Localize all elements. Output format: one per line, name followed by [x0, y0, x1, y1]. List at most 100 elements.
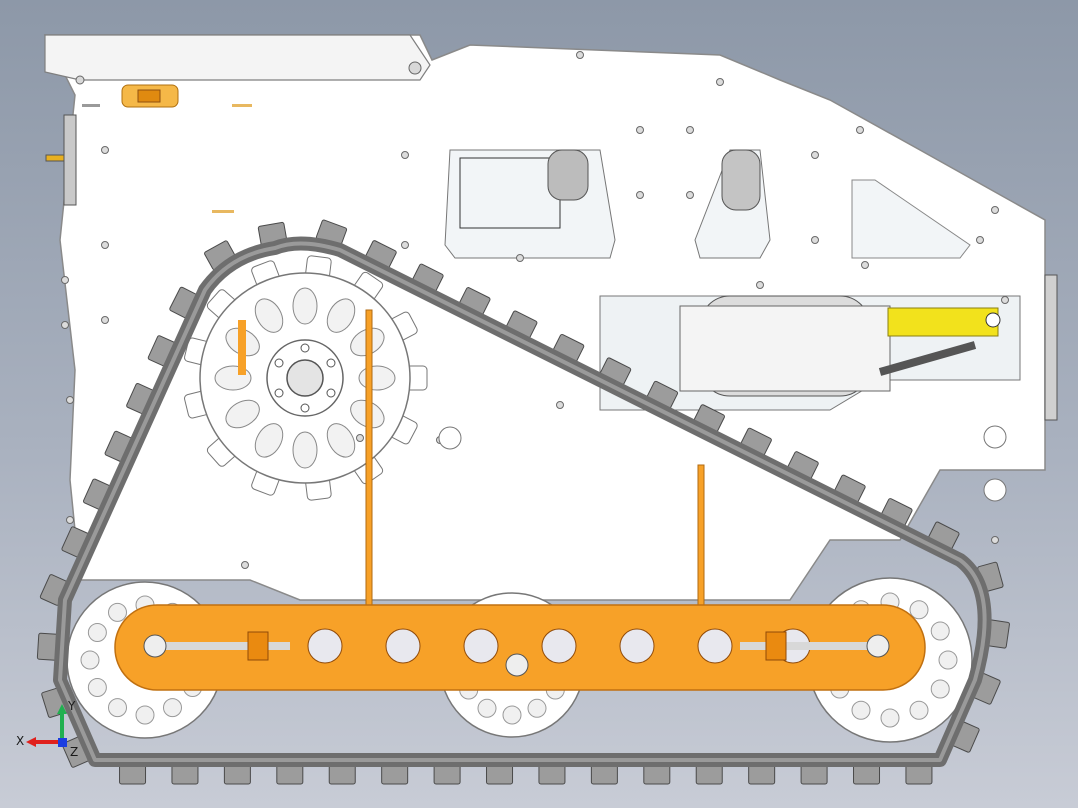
track-belt-inner	[58, 241, 987, 762]
sprocket-window	[358, 365, 396, 391]
chassis-fastener	[856, 126, 864, 134]
wheel-hole	[87, 678, 107, 697]
track-lug	[748, 763, 776, 785]
sprocket-window	[326, 423, 356, 458]
track-lug	[590, 763, 618, 785]
power-connector-socket	[137, 89, 161, 103]
sprocket-window	[292, 431, 318, 469]
z-axis-label: Z	[70, 745, 78, 759]
sprocket-window	[254, 423, 284, 458]
tensioner-hole	[619, 628, 655, 664]
chassis-fastener	[636, 126, 644, 134]
chassis-fastener	[101, 146, 109, 154]
tensioner-hole	[307, 628, 343, 664]
motor-can	[721, 149, 761, 211]
actuator-pin	[985, 312, 1001, 328]
chassis-fastener	[716, 78, 724, 86]
wheel-hole	[163, 698, 182, 718]
chassis-fastener	[976, 236, 984, 244]
wheel-hole	[880, 708, 900, 728]
wheel-hole	[108, 698, 127, 718]
chassis-fastener	[66, 396, 74, 404]
label-mark	[82, 104, 100, 107]
chassis-fastener	[61, 321, 69, 329]
tensioner-hole	[541, 628, 577, 664]
chassis-fasteners	[61, 51, 1009, 569]
wheel-hole	[930, 679, 950, 699]
handle-bracket	[44, 34, 431, 81]
track-lug	[643, 763, 671, 785]
sprocket-window	[254, 298, 284, 333]
track-lug	[538, 763, 566, 785]
chassis-fastener	[356, 434, 364, 442]
chassis-fastener	[101, 316, 109, 324]
sprocket-window	[292, 287, 318, 325]
tension-nut	[765, 631, 787, 661]
cutout-rear	[851, 179, 971, 259]
coordinate-triad[interactable]: X Y Z	[16, 699, 78, 759]
chassis-fastener	[756, 281, 764, 289]
chassis-fastener	[401, 151, 409, 159]
hub-bolt	[326, 358, 336, 368]
bracket-bolt	[75, 75, 85, 85]
sprocket-window	[326, 298, 356, 333]
chassis-fastener	[66, 516, 74, 524]
label-mark	[232, 104, 252, 107]
z-axis-marker	[58, 738, 67, 747]
chassis-fastener	[991, 536, 999, 544]
side-connector	[63, 114, 77, 206]
chassis-fastener	[686, 126, 694, 134]
chassis-fastener	[556, 401, 564, 409]
chassis-fastener	[101, 241, 109, 249]
y-axis-label: Y	[67, 699, 76, 713]
hub-bolt	[326, 388, 336, 398]
tensioner-hole	[463, 628, 499, 664]
actuator-rod	[887, 307, 999, 337]
rear-panel	[1044, 274, 1058, 421]
chassis-fastener	[241, 561, 249, 569]
wheel-hole	[108, 602, 127, 622]
chassis-fastener	[61, 276, 69, 284]
hub-bolt	[300, 343, 310, 353]
chassis-fastener	[861, 261, 869, 269]
chassis-fastener	[516, 254, 524, 262]
window-cutouts	[444, 149, 1021, 411]
label-mark	[212, 210, 234, 213]
track-lug	[905, 763, 933, 785]
boss-hole	[438, 426, 462, 450]
motor-can	[547, 149, 589, 201]
y-axis-arrowhead	[57, 704, 67, 714]
tensioner-bar	[114, 604, 926, 691]
sprocket-bore	[286, 359, 324, 397]
chassis-fastener	[811, 236, 819, 244]
idler-axle	[505, 653, 529, 677]
chassis-fastener	[991, 206, 999, 214]
chassis-fastener	[686, 191, 694, 199]
wheel-hole	[851, 700, 871, 720]
chassis-fastener	[1001, 296, 1009, 304]
tensioner-hole	[385, 628, 421, 664]
support-strut	[878, 341, 977, 376]
chassis-fastener	[636, 191, 644, 199]
bolt-head	[866, 634, 890, 658]
wheel-hole	[909, 600, 929, 620]
chassis-fastener	[576, 51, 584, 59]
x-axis-label: X	[16, 734, 24, 748]
bolt-head	[143, 634, 167, 658]
tension-rod-upper	[238, 320, 246, 375]
wheel-hole	[930, 621, 950, 641]
wheel-hole	[477, 698, 497, 718]
tension-nut	[247, 631, 269, 661]
wheel-hole	[135, 705, 155, 725]
chassis-fastener	[811, 151, 819, 159]
wheel-hole	[527, 698, 547, 718]
rubber-track	[36, 219, 1010, 785]
boss-hole	[983, 478, 1007, 502]
tension-rod-left	[365, 309, 373, 611]
wheel-hole	[87, 623, 107, 642]
tensioner-assembly	[114, 309, 926, 691]
hub-bolt	[300, 403, 310, 413]
track-lug	[695, 763, 723, 785]
x-axis-arrowhead	[26, 737, 36, 747]
